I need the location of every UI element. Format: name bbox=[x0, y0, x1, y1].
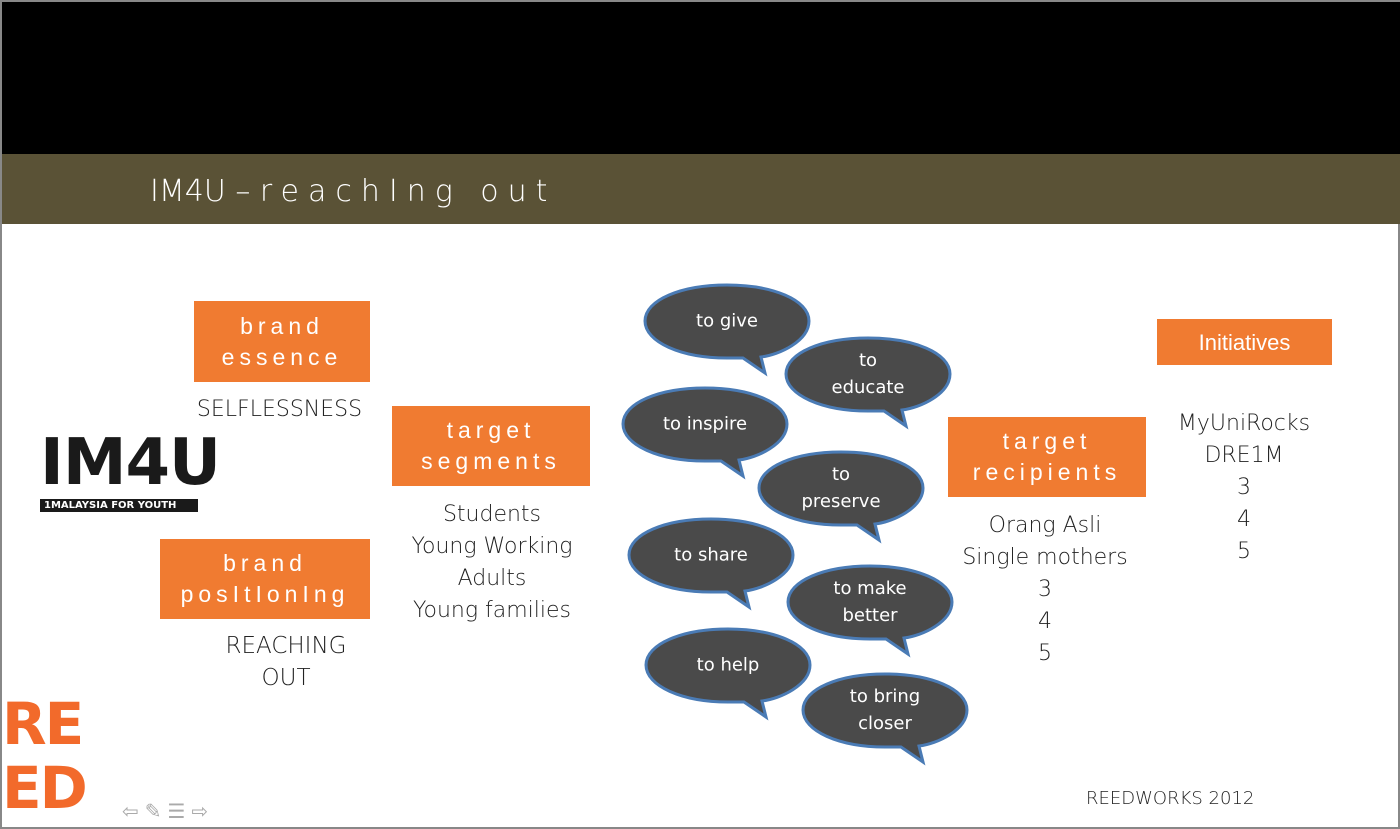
footer-credit: REEDWORKS 2012 bbox=[1086, 788, 1255, 809]
speech-bubble: to inspire bbox=[621, 386, 789, 480]
recipient-item: 3 bbox=[1038, 577, 1052, 602]
box-line: brand bbox=[240, 312, 324, 339]
bubble-label: to educate bbox=[832, 347, 905, 401]
bubble-label: to inspire bbox=[663, 411, 747, 438]
speech-bubble: to bring closer bbox=[801, 672, 969, 766]
initiative-item: 4 bbox=[1237, 507, 1251, 532]
positioning-text: REACHING OUT bbox=[186, 630, 386, 694]
logo-text: IM4U bbox=[40, 426, 221, 500]
title-prefix: IM4U – bbox=[150, 174, 260, 209]
bubble-shape bbox=[643, 283, 811, 377]
bubble-label: to bring closer bbox=[850, 683, 920, 737]
bubble-label: to preserve bbox=[801, 461, 880, 515]
bubble-line: to bbox=[858, 350, 878, 371]
bubble-shape bbox=[644, 627, 812, 721]
recipient-item: Single mothers bbox=[962, 545, 1128, 570]
bubble-shape bbox=[784, 336, 952, 430]
recipient-item: 4 bbox=[1038, 609, 1052, 634]
brand-essence-box: brand essence bbox=[194, 301, 370, 382]
bubble-line: to bring bbox=[849, 686, 921, 707]
logo-tagline: 1MALAYSIA FOR YOUTH bbox=[40, 499, 198, 512]
bubble-line: to inspire bbox=[662, 413, 748, 435]
initiative-item: DRE1M bbox=[1204, 443, 1284, 468]
speech-bubble: to preserve bbox=[757, 450, 925, 544]
slide-nav: ⇦ ✎ ☰ ⇨ bbox=[122, 799, 208, 823]
positioning-line: REACHING bbox=[225, 633, 347, 659]
target-segments-box: target segments bbox=[392, 406, 590, 486]
initiatives-box: Initiatives bbox=[1157, 319, 1332, 365]
box-line: brand bbox=[223, 550, 307, 576]
speech-bubble: to help bbox=[644, 627, 812, 721]
speech-bubble: to educate bbox=[784, 336, 952, 430]
reed-logo-line: RE bbox=[2, 690, 84, 758]
bubble-label: to give bbox=[696, 308, 758, 335]
segment-item: Adults bbox=[457, 566, 527, 591]
recipient-item: 5 bbox=[1038, 641, 1052, 666]
bubble-label: to make better bbox=[833, 575, 906, 629]
bubble-shape bbox=[801, 672, 969, 766]
speech-bubble: to share bbox=[627, 517, 795, 611]
brand-positioning-box: brand posItIonIng bbox=[160, 539, 370, 619]
bubble-line: to make bbox=[833, 578, 907, 599]
initiative-item: 5 bbox=[1237, 539, 1251, 564]
essence-line: SELFLESSNESS bbox=[196, 397, 363, 422]
box-line: essence bbox=[221, 343, 343, 370]
im4u-logo: IM4U 1MALAYSIA FOR YOUTH bbox=[40, 426, 221, 527]
segment-item: Young Working bbox=[411, 534, 573, 559]
header-black bbox=[2, 2, 1400, 154]
next-arrow-icon[interactable]: ⇨ bbox=[191, 799, 209, 823]
bubble-line: educate bbox=[831, 377, 905, 398]
bubble-line: to share bbox=[674, 544, 748, 566]
bubble-shape bbox=[757, 450, 925, 544]
box-line: posItIonIng bbox=[180, 581, 350, 607]
box-line: target bbox=[446, 417, 536, 443]
bubble-line: preserve bbox=[801, 491, 881, 512]
bubble-label: to help bbox=[697, 652, 760, 679]
reed-logo-line: ED bbox=[2, 754, 88, 822]
recipient-item: Orang Asli bbox=[988, 513, 1102, 538]
box-line: Initiatives bbox=[1198, 329, 1291, 355]
bubble-label: to share bbox=[674, 542, 748, 569]
segment-item: Young families bbox=[412, 598, 572, 623]
bubble-shape bbox=[786, 564, 954, 658]
prev-arrow-icon[interactable]: ⇦ bbox=[122, 799, 139, 823]
essence-text: SELFLESSNESS bbox=[172, 394, 387, 426]
slide-title: IM4U – reachIng out bbox=[150, 174, 556, 209]
target-recipients-box: target recipients bbox=[948, 417, 1146, 497]
box-line: segments bbox=[421, 448, 561, 474]
bubble-shape bbox=[621, 386, 789, 480]
initiative-item: 3 bbox=[1237, 475, 1251, 500]
positioning-line: OUT bbox=[261, 665, 311, 691]
speech-bubble: to give bbox=[643, 283, 811, 377]
menu-icon[interactable]: ☰ bbox=[167, 799, 186, 823]
bubble-line: to bbox=[831, 464, 851, 485]
bubble-shape bbox=[627, 517, 795, 611]
title-word: reachIng out bbox=[259, 174, 557, 209]
box-line: target bbox=[1002, 428, 1092, 454]
initiative-item: MyUniRocks bbox=[1177, 411, 1311, 436]
bubble-line: closer bbox=[858, 713, 912, 734]
bubble-line: to give bbox=[696, 310, 758, 332]
speech-bubble: to make better bbox=[786, 564, 954, 658]
box-line: recipients bbox=[972, 459, 1122, 485]
pen-icon[interactable]: ✎ bbox=[144, 799, 162, 823]
segment-item: Students bbox=[442, 502, 542, 527]
bubble-line: to help bbox=[696, 654, 760, 676]
title-band bbox=[2, 154, 1400, 224]
bubble-line: better bbox=[842, 605, 898, 626]
